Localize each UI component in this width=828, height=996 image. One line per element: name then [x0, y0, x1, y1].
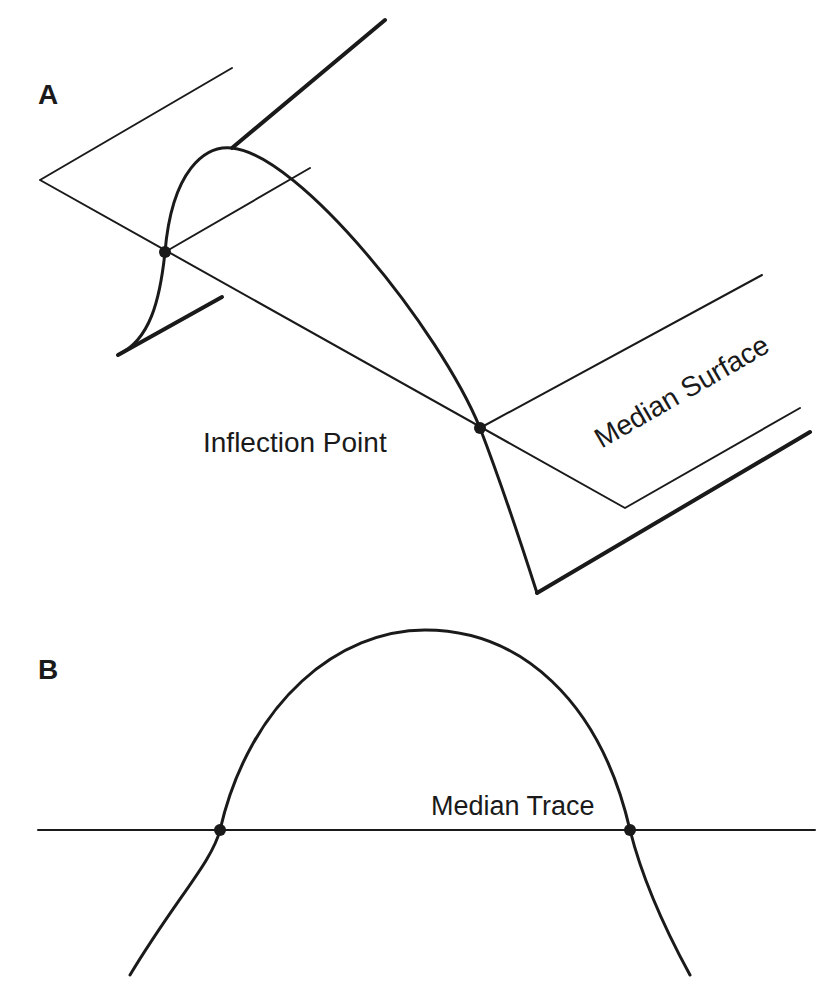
fold-edge	[537, 432, 810, 593]
panel-letter: B	[38, 655, 58, 686]
surface-line	[165, 168, 310, 252]
inflection-dot	[624, 824, 636, 836]
inflection-dot	[214, 824, 226, 836]
trace-label: Median Trace	[428, 792, 598, 822]
fold-edge	[232, 20, 385, 148]
fold-edge	[118, 297, 222, 355]
point-label: Inflection Point	[200, 428, 390, 459]
inflection-dot	[474, 422, 486, 434]
fold-profile	[118, 148, 537, 593]
median-surface	[40, 68, 800, 508]
inflection-dot	[159, 246, 171, 258]
median-trace-line	[38, 829, 815, 831]
panel-letter: A	[38, 80, 58, 111]
fold-trace	[130, 630, 690, 975]
